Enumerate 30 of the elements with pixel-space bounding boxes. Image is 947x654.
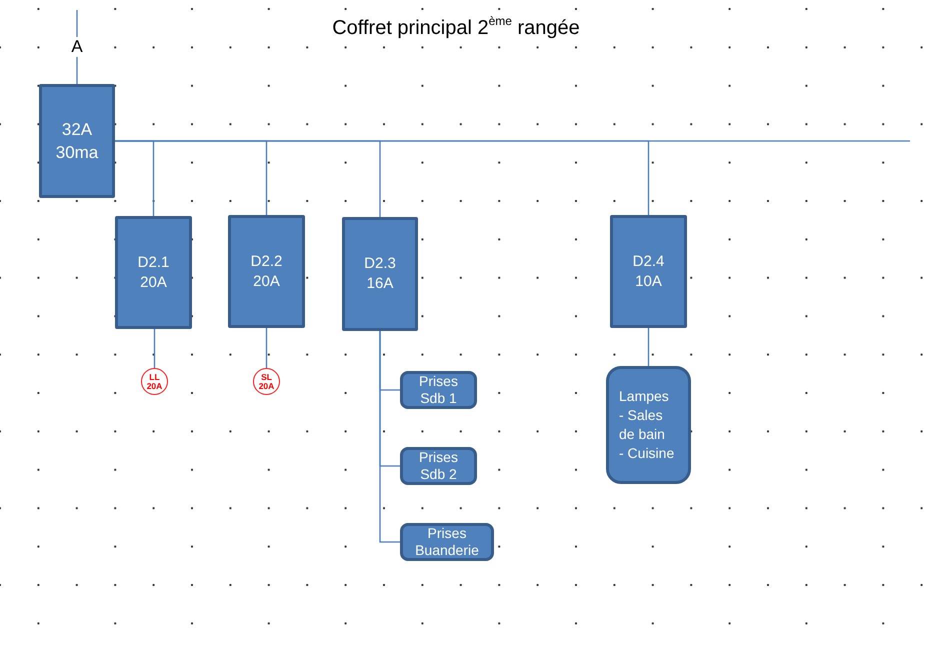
circuit-label: Prises Buanderie (414, 525, 480, 559)
connector-line (266, 328, 268, 368)
breaker-label: D2.4 10A (632, 252, 666, 292)
circuit-label: Prises Sdb 1 (418, 373, 459, 407)
circuit-box (400, 447, 477, 485)
connector-line (76, 10, 78, 84)
diagram-title: Coffret principal 2$^{ème}$ rangée (332, 17, 580, 40)
breaker-label: D2.3 16A (363, 254, 397, 294)
connector-line (648, 328, 650, 366)
connector-line (379, 331, 400, 543)
breaker-box (610, 215, 687, 328)
circuit-label: SL 20A (258, 372, 276, 390)
circuit-box (606, 366, 691, 484)
circuit-box (400, 371, 477, 409)
breaker-box (342, 217, 418, 331)
circuit-box (400, 523, 494, 561)
circuit-label: Prises Sdb 2 (418, 449, 459, 483)
circuit-label: Lampes (619, 387, 669, 406)
breaker-box (39, 84, 115, 198)
breaker-box (115, 216, 192, 329)
connector-line (154, 329, 156, 368)
breaker-box (228, 215, 305, 328)
circuit-label: - Cuisine (619, 444, 674, 463)
edge-label: A (69, 37, 85, 57)
breaker-label: 32A 30ma (54, 119, 100, 164)
circuit-label: - Sales de bain (619, 406, 666, 444)
breaker-label: D2.2 20A (250, 252, 284, 292)
connector-line (115, 140, 910, 142)
breaker-label: D2.1 20A (136, 252, 170, 292)
circuit-label: LL 20A (146, 372, 164, 390)
